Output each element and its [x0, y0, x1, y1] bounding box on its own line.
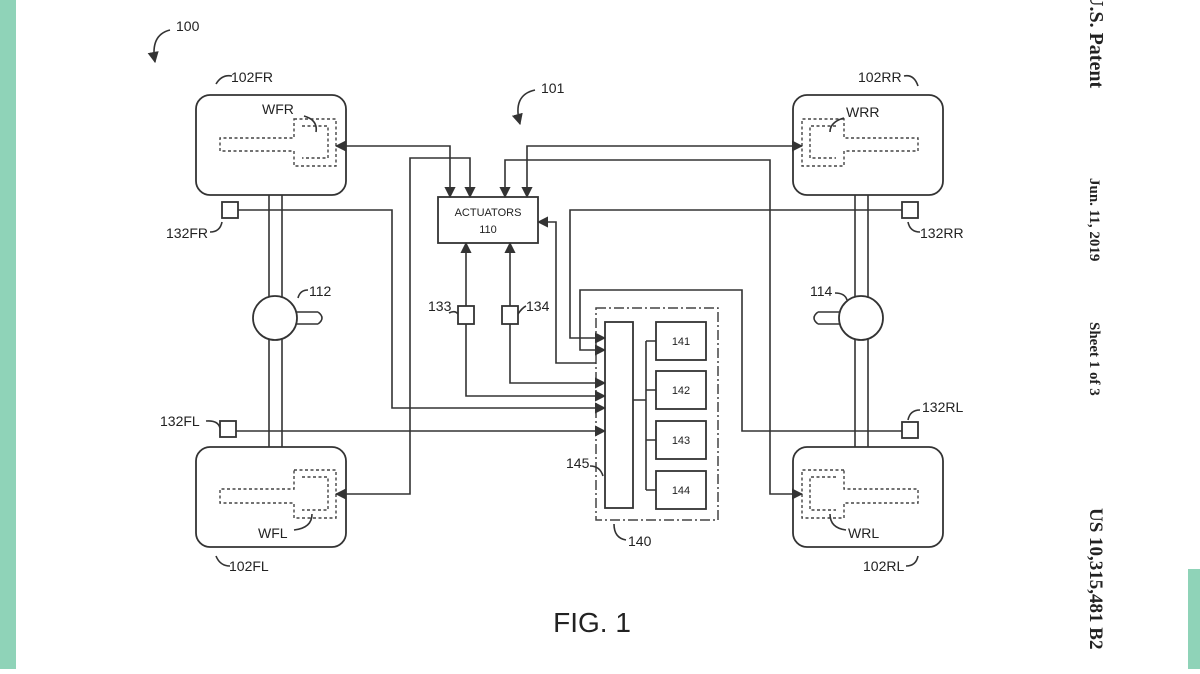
link-sensor-rr-controller — [569, 209, 902, 344]
sensor-fl-hook — [205, 420, 221, 429]
link-actuators-rr — [521, 140, 804, 199]
sensor-fr-hook — [209, 221, 223, 233]
sensor-fl — [219, 420, 237, 438]
wheel-rr-ref-hook — [903, 74, 919, 87]
sensor-fr-ref: 132FR — [166, 225, 208, 241]
wheel-fl-label-hook — [293, 513, 313, 531]
patent-sheet: 100 101 112 114 WFR 102FR WRR 102RR — [16, 0, 1188, 669]
link-controller-actuators — [536, 216, 596, 364]
link-actuators-fl — [334, 157, 476, 500]
sensor-133-ref: 133 — [428, 298, 452, 314]
module-143-ref: 143 — [672, 435, 690, 447]
wheel-fl-label: WFL — [258, 525, 288, 541]
figure-title: FIG. 1 — [553, 607, 631, 638]
sidebar-sheet: Sheet 1 of 3 — [1086, 322, 1102, 396]
controller-system-ref-arrow — [511, 89, 536, 126]
bus-module-links — [633, 340, 656, 491]
sensor-rr — [901, 201, 919, 219]
wheel-fl-ref-hook — [215, 555, 231, 567]
diff-front-ref-hook — [297, 289, 309, 299]
sidebar-publisher: U.S. Patent — [1085, 0, 1107, 88]
wheel-fl-ref: 102FL — [229, 558, 269, 574]
system-ref-arrow — [147, 29, 171, 64]
sensor-134 — [501, 305, 519, 325]
diff-rear-ref-hook — [834, 292, 848, 301]
bus-145 — [604, 321, 634, 509]
sensor-rl — [901, 421, 919, 439]
wheel-fr-ref-hook — [215, 74, 233, 85]
rear-differential — [813, 295, 884, 341]
module-141-ref: 141 — [672, 336, 690, 348]
sensor-133 — [457, 305, 475, 325]
sidebar-date: Jun. 11, 2019 — [1086, 178, 1102, 261]
diff-rear-ref: 114 — [810, 283, 833, 299]
wheel-fr-label-hook — [303, 115, 318, 133]
link-actuators-rl — [499, 159, 804, 500]
patent-sidebar: U.S. Patent Jun. 11, 2019 Sheet 1 of 3 U… — [1085, 0, 1107, 649]
wheel-fr-label: WFR — [262, 101, 294, 117]
sensor-rr-ref: 132RR — [920, 225, 964, 241]
sensor-fr — [221, 201, 239, 219]
module-142-ref: 142 — [672, 385, 690, 397]
wheel-rr-ref: 102RR — [858, 69, 902, 85]
link-actuators-fr — [334, 140, 456, 199]
patent-figure: 100 101 112 114 WFR 102FR WRR 102RR — [147, 0, 1107, 649]
actuators-label: ACTUATORS — [455, 207, 522, 219]
wheel-fr-ref: 102FR — [231, 69, 273, 85]
wheel-rr-label: WRR — [846, 104, 879, 120]
diff-front-ref: 112 — [309, 283, 332, 299]
right-accent-band — [1188, 569, 1200, 669]
left-accent-band — [0, 0, 16, 669]
wheel-rl-label: WRL — [848, 525, 879, 541]
link-134-controller — [509, 324, 607, 389]
controller-ref: 140 — [628, 533, 652, 549]
sensor-134-ref: 134 — [526, 298, 550, 314]
link-133-controller — [465, 324, 607, 402]
actuators-ref: 110 — [479, 224, 497, 236]
wheel-rl-label-hook — [829, 513, 847, 531]
module-144-ref: 144 — [672, 485, 690, 497]
sensor-rl-hook — [907, 409, 921, 421]
bus-ref: 145 — [566, 455, 590, 471]
wheel-rr-label-hook — [829, 117, 845, 133]
wheel-rl-ref-hook — [905, 555, 919, 567]
sensor-134-hook — [517, 305, 527, 315]
link-sensor-rl-controller — [579, 289, 902, 432]
controller-system-ref: 101 — [541, 80, 565, 96]
front-differential — [252, 295, 323, 341]
sensor-fl-ref: 132FL — [160, 413, 200, 429]
sensor-rl-ref: 132RL — [922, 399, 963, 415]
controller-ref-hook — [613, 523, 627, 541]
actuators-block — [437, 196, 539, 244]
wheel-rl-ref: 102RL — [863, 558, 904, 574]
sidebar-number: US 10,315,481 B2 — [1085, 508, 1106, 649]
link-sensor-fr-controller — [238, 209, 607, 414]
system-ref: 100 — [176, 18, 200, 34]
sensor-rr-hook — [907, 221, 921, 233]
